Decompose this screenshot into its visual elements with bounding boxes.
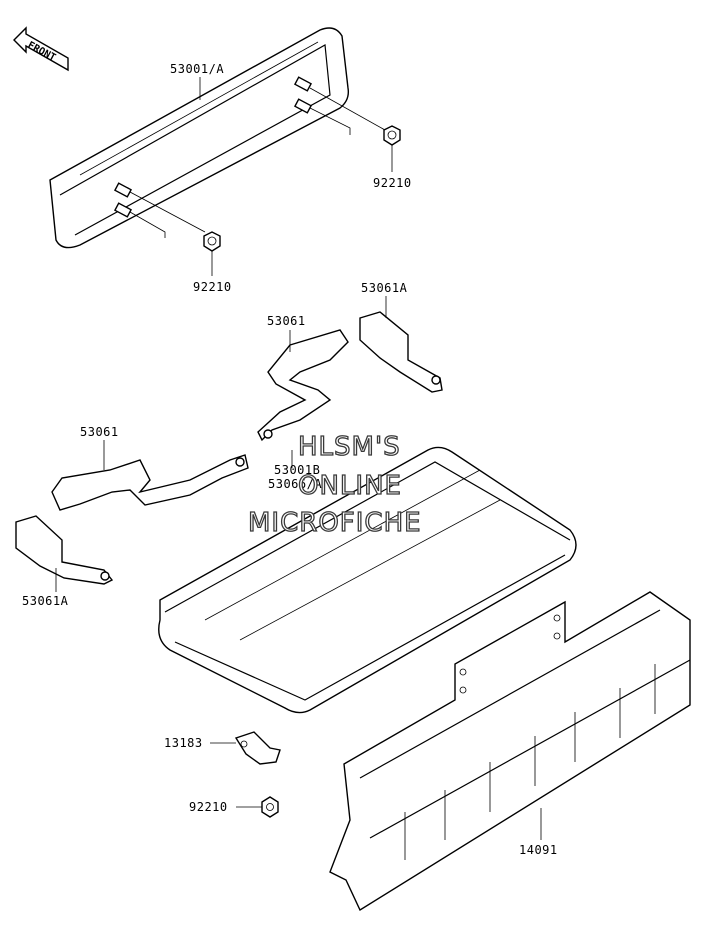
label-92210-top: 92210 (373, 176, 412, 190)
strap-53061-upper (257, 329, 349, 442)
label-53061-left: 53061 (80, 425, 119, 439)
watermark-line-3: MICROFICHE (248, 508, 422, 538)
bracket-53061a-bottom (15, 515, 114, 592)
nut-92210-bottom (236, 796, 279, 818)
watermark: HLSM'S ONLINE MICROFICHE (247, 431, 422, 538)
label-14091: 14091 (519, 843, 558, 857)
watermark-line-2: ONLINE (298, 471, 402, 501)
watermark-line-1: HLSM'S (298, 432, 401, 462)
label-92210-mid: 92210 (193, 280, 232, 294)
label-53061a-bottom: 53061A (22, 594, 69, 608)
side-guard-14091 (329, 591, 691, 912)
label-53061a-top: 53061A (361, 281, 408, 295)
stud-group (113, 76, 313, 218)
bracket-53061a-top (359, 296, 443, 393)
seat-pad (158, 446, 577, 714)
nut-92210-top (383, 125, 401, 172)
nut-92210-mid (203, 231, 221, 276)
label-13183: 13183 (164, 736, 203, 750)
label-53066a: 53066/A (268, 477, 322, 491)
strap-53061-left (51, 440, 249, 511)
label-53001a: 53001/A (170, 62, 224, 76)
front-arrow-icon: FRONT (13, 26, 69, 72)
label-92210-bottom: 92210 (189, 800, 228, 814)
label-53001b: 53001B (274, 463, 320, 477)
upper-pad (49, 27, 386, 249)
clamp-13183 (210, 731, 281, 765)
label-53061-upper: 53061 (267, 314, 306, 328)
